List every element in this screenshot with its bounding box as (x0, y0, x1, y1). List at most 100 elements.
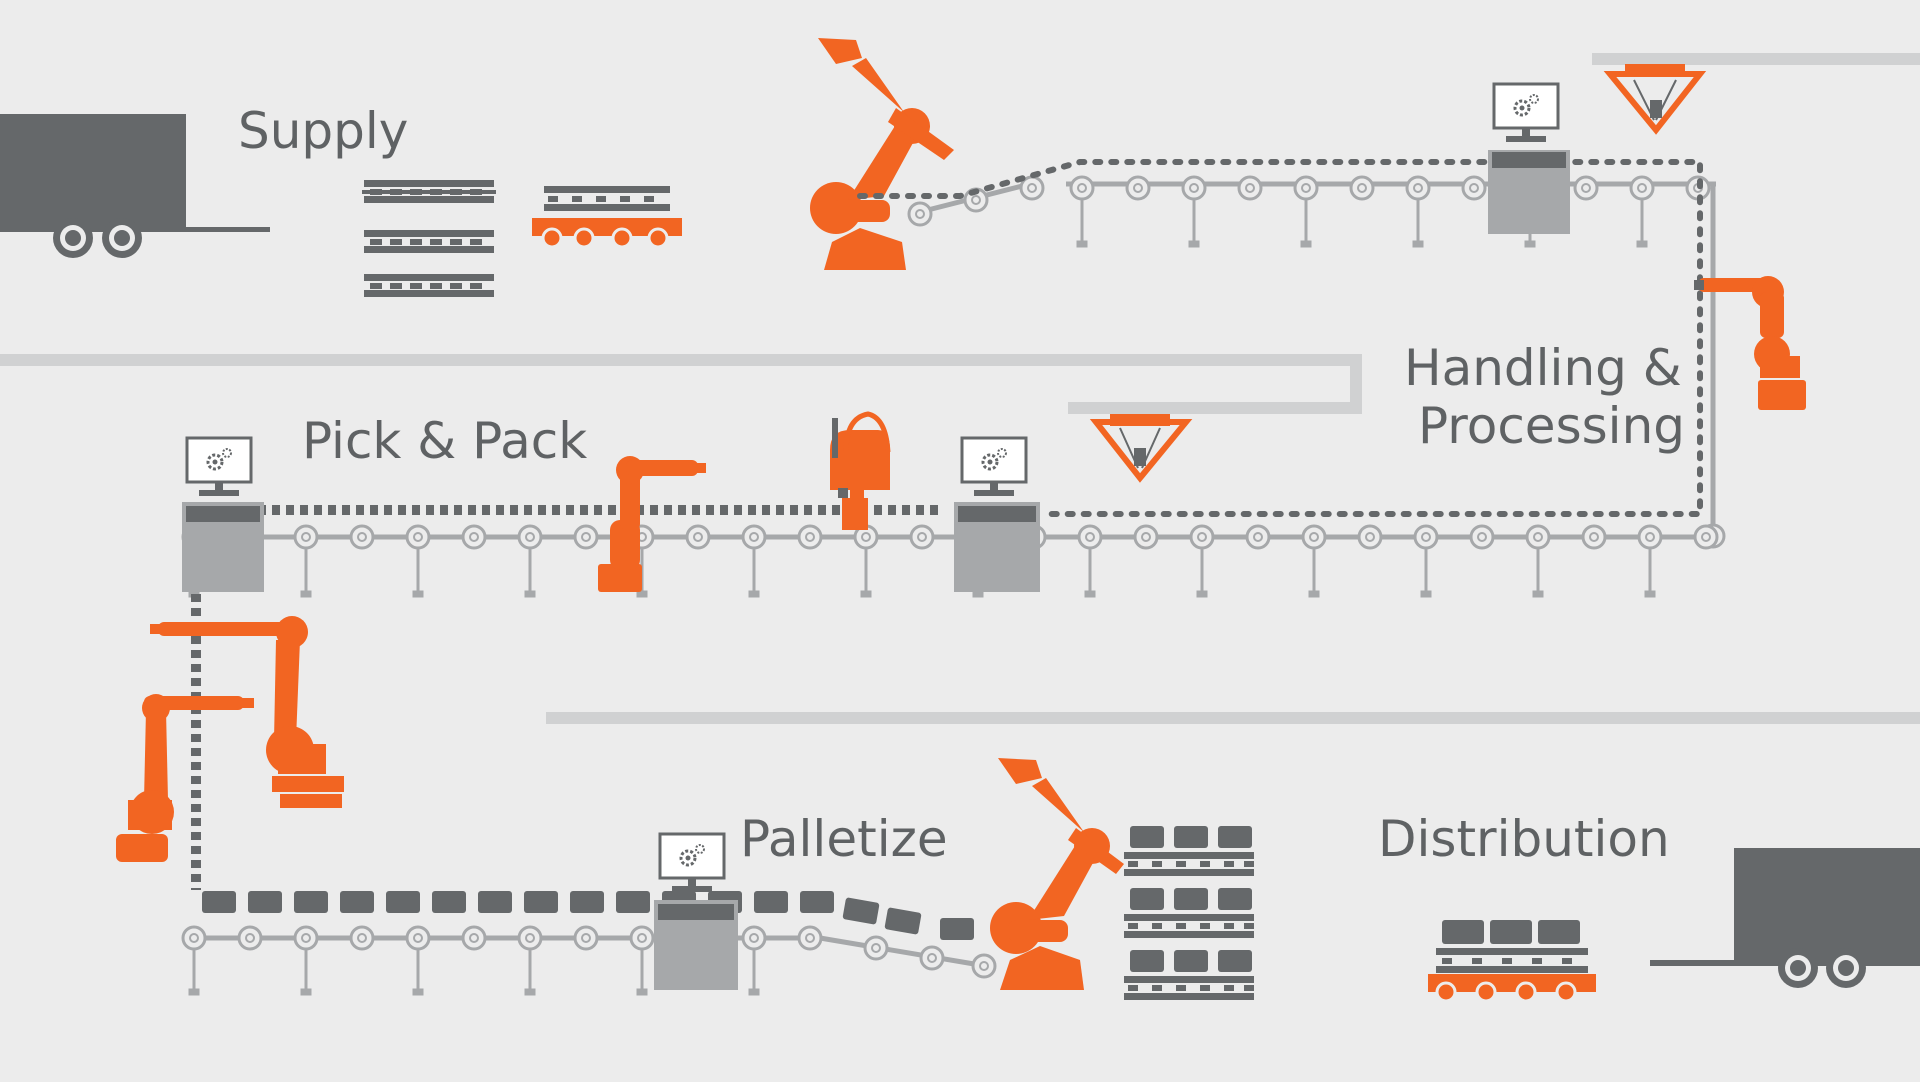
roller-icon (1469, 524, 1495, 550)
delta-robot-middle-icon (1089, 414, 1193, 483)
roller-icon (517, 925, 543, 951)
roller-icon (1525, 524, 1551, 550)
label-handling: Handling & (1404, 339, 1682, 397)
roller-icon (461, 524, 487, 550)
pallet-stacks-icon (1124, 826, 1254, 1000)
label-distribution: Distribution (1378, 810, 1670, 868)
side-robot-icon (1694, 276, 1806, 410)
roller-icon (797, 524, 823, 550)
roller-icon (573, 925, 599, 951)
roller-icon (517, 524, 543, 550)
roller-icon (1349, 175, 1375, 201)
label-palletize: Palletize (740, 810, 948, 868)
product-box-icon (248, 891, 282, 913)
product-box-icon (524, 891, 558, 913)
background-rails (0, 53, 1920, 724)
roller-icon (1245, 524, 1271, 550)
roller-icon (1629, 175, 1655, 201)
roller-icon (293, 524, 319, 550)
roller-icon (1077, 524, 1103, 550)
product-box-icon (1218, 888, 1252, 910)
product-box-icon (1130, 888, 1164, 910)
distribution-truck-icon (1650, 848, 1920, 988)
roller-icon (863, 935, 889, 961)
delta-robot-icon (1603, 64, 1707, 135)
scara-robot-icon (830, 411, 891, 530)
product-box-icon (294, 891, 328, 913)
palletize-robot-upper-icon (150, 616, 344, 808)
pallet-stack-icon (362, 180, 496, 297)
roller-icon (181, 925, 207, 951)
roller-icon (349, 925, 375, 951)
roller-icon (741, 524, 767, 550)
supply-truck-icon (0, 114, 270, 258)
label-processing: Processing (1418, 397, 1685, 455)
product-box-icon (616, 891, 650, 913)
roller-icon (349, 524, 375, 550)
roller-icon (629, 925, 655, 951)
roller-icon (1069, 175, 1095, 201)
control-station-middle (954, 436, 1040, 592)
label-pick-pack: Pick & Pack (302, 412, 587, 470)
control-station-bottom (654, 832, 738, 990)
product-box-icon (1174, 888, 1208, 910)
roller-icon (797, 925, 823, 951)
bottom-conveyor (181, 925, 997, 996)
product-box-icon (1130, 950, 1164, 972)
roller-icon (741, 925, 767, 951)
roller-icon (919, 945, 945, 971)
product-box-icon (1174, 826, 1208, 848)
roller-icon (405, 925, 431, 951)
roller-icon (1637, 524, 1663, 550)
product-box-icon (386, 891, 420, 913)
control-station-left (182, 436, 264, 592)
roller-icon (685, 524, 711, 550)
product-box-icon (570, 891, 604, 913)
product-box-icon (800, 891, 834, 913)
roller-icon (1413, 524, 1439, 550)
product-box-icon (340, 891, 374, 913)
roller-icon (293, 925, 319, 951)
product-dot-path (857, 159, 1703, 517)
roller-icon (907, 201, 933, 227)
agv-cart-icon (532, 186, 682, 249)
product-box-icon (1218, 826, 1252, 848)
roller-icon (573, 524, 599, 550)
roller-icon (1405, 175, 1431, 201)
roller-icon (405, 524, 431, 550)
pick-robot-icon (598, 456, 706, 592)
product-box-icon (754, 891, 788, 913)
palletizing-robot-icon (990, 758, 1124, 990)
product-box-icon (1130, 826, 1164, 848)
palletize-robot-lower-icon (116, 694, 254, 862)
roller-icon (1573, 175, 1599, 201)
roller-icon (1125, 175, 1151, 201)
roller-icon (1461, 175, 1487, 201)
roller-icon (1189, 524, 1215, 550)
roller-icon (1133, 524, 1159, 550)
control-station (1488, 82, 1570, 234)
product-box-icon (1174, 950, 1208, 972)
tilted-boxes (842, 897, 974, 940)
product-boxes-row (202, 891, 834, 913)
roller-icon (1237, 175, 1263, 201)
label-supply: Supply (238, 102, 408, 160)
roller-icon (1181, 175, 1207, 201)
roller-icon (237, 925, 263, 951)
roller-icon (1693, 524, 1719, 550)
roller-icon (1357, 524, 1383, 550)
product-box-icon (432, 891, 466, 913)
roller-icon (461, 925, 487, 951)
roller-icon (1581, 524, 1607, 550)
product-box-icon (478, 891, 512, 913)
product-box-icon (1218, 950, 1252, 972)
middle-conveyor (181, 524, 1719, 598)
roller-icon (1293, 175, 1319, 201)
roller-icon (1301, 524, 1327, 550)
roller-icon (971, 953, 997, 979)
industrial-robot-icon (810, 38, 954, 270)
distribution-cart-icon (1428, 920, 1596, 1003)
product-box-icon (202, 891, 236, 913)
